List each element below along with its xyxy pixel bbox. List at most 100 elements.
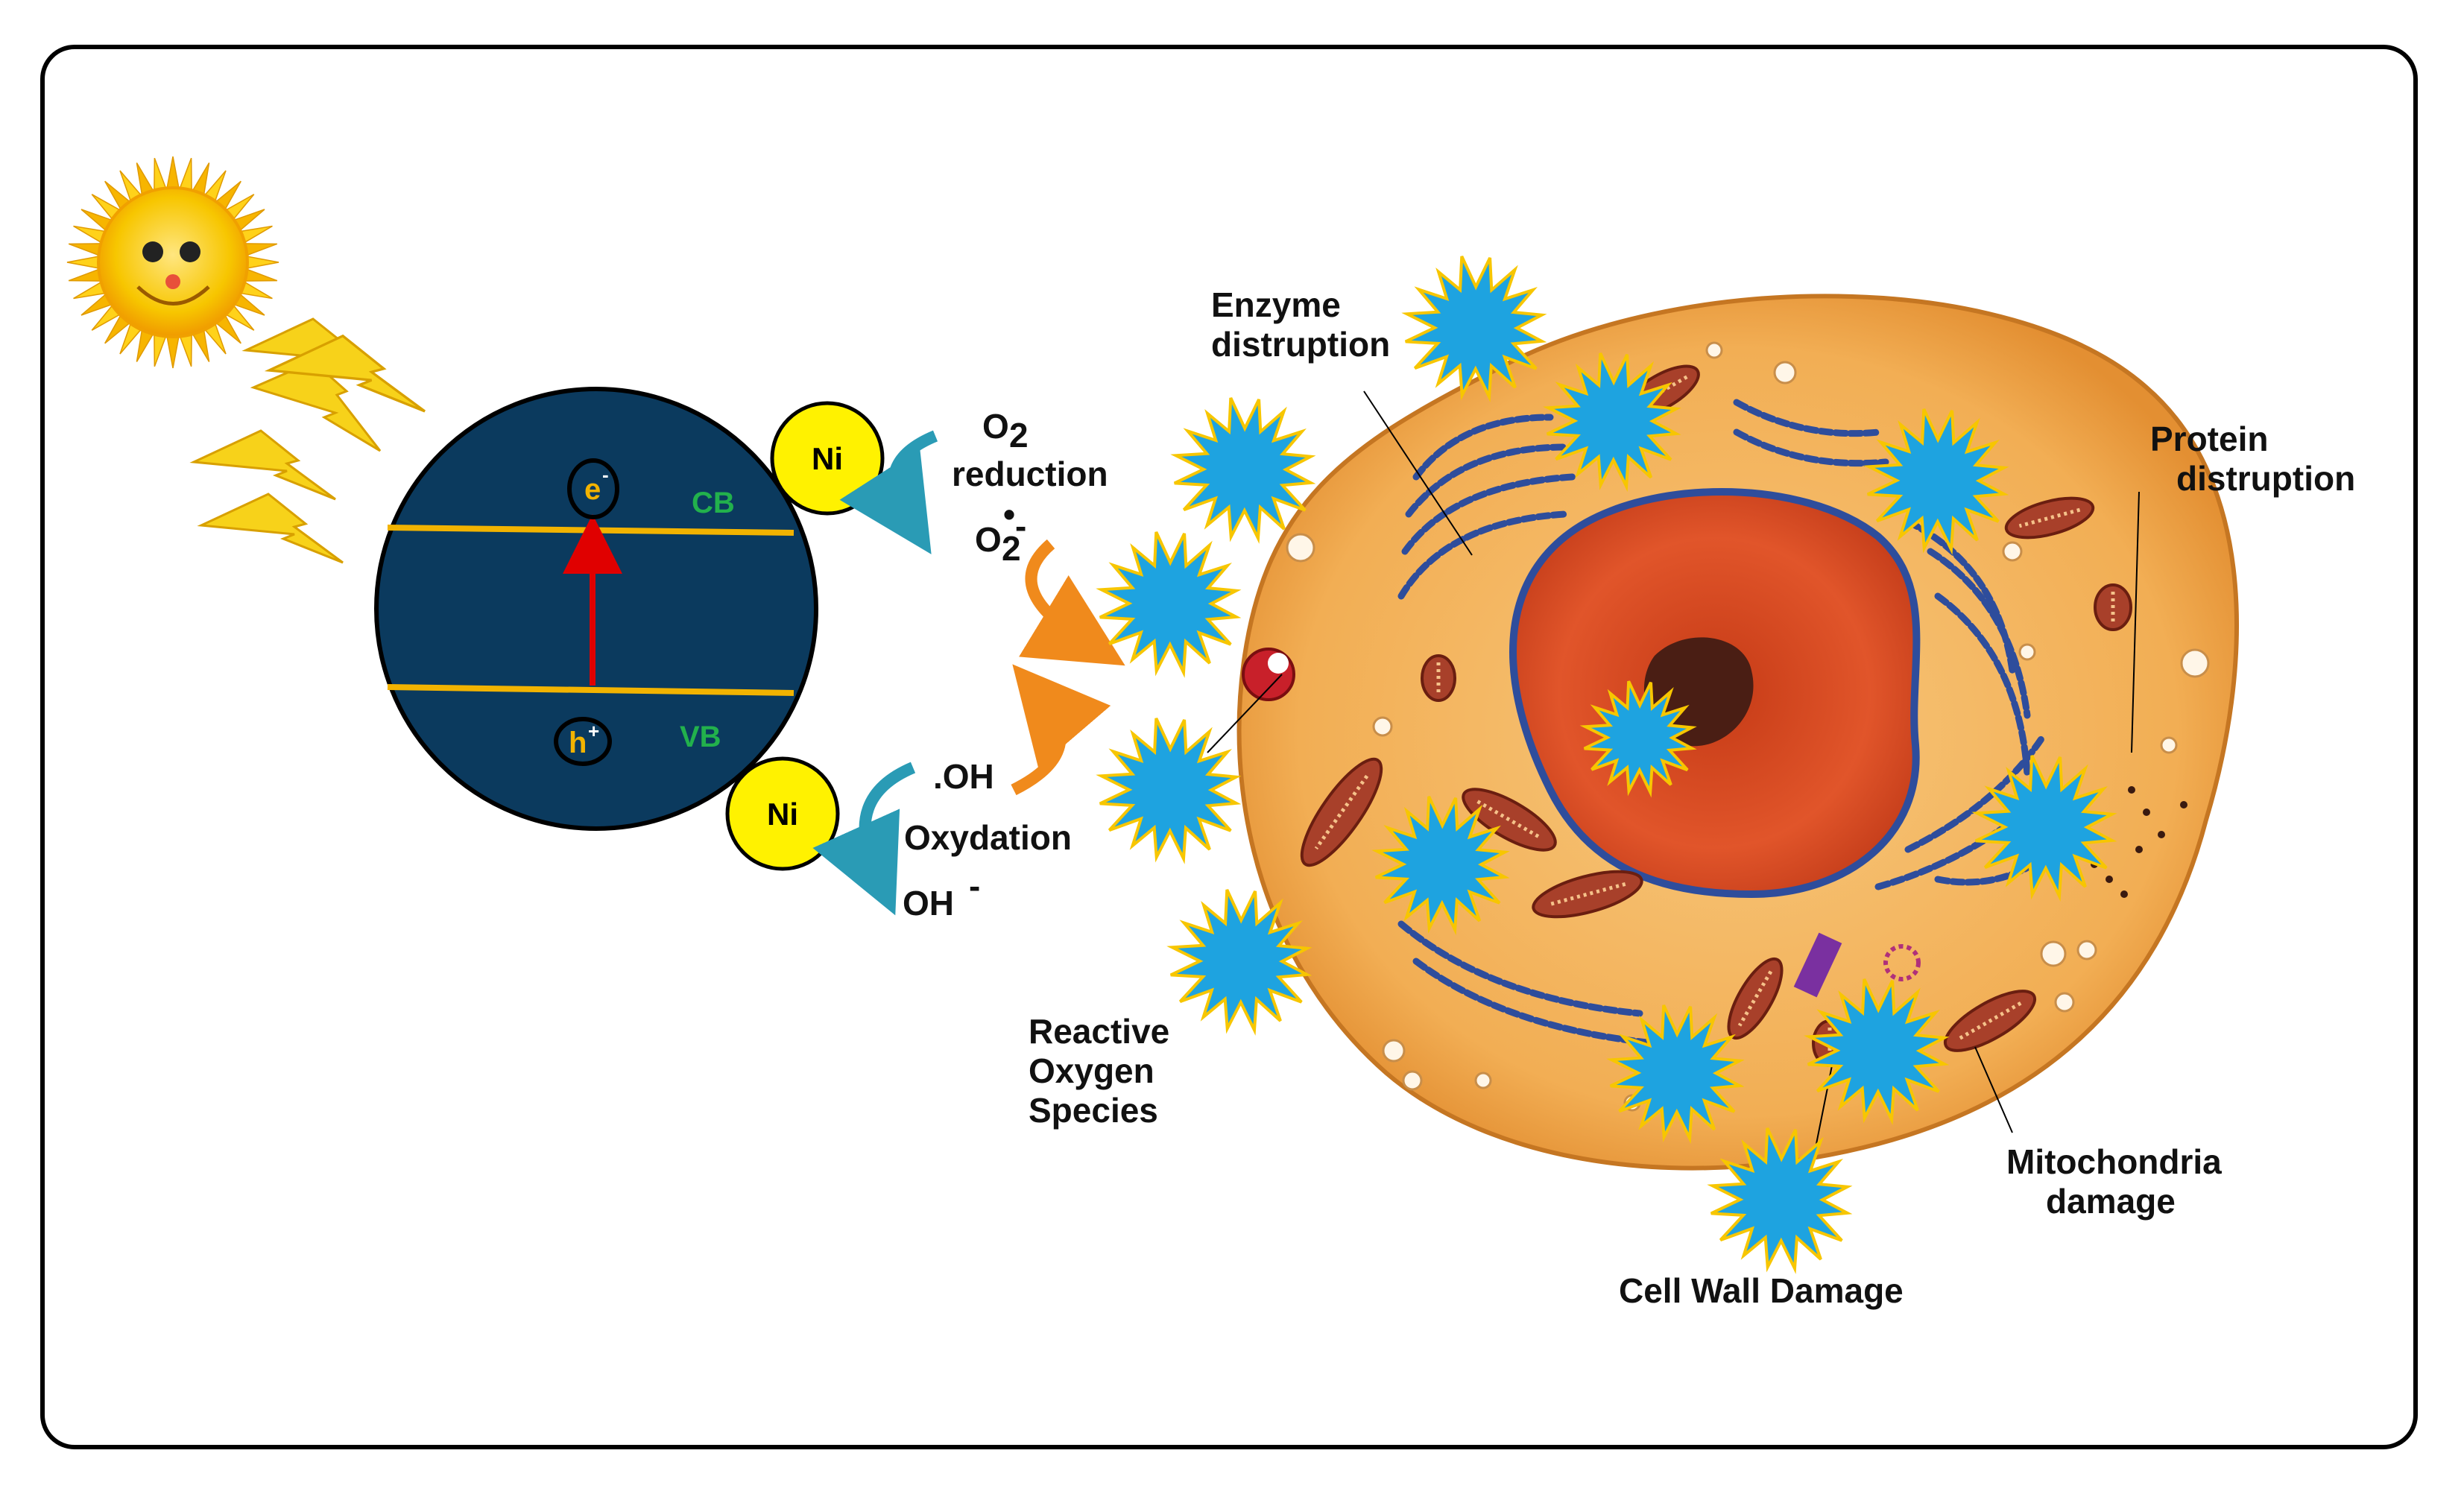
vesicle [2054,992,2075,1013]
vesicle [2076,940,2097,961]
ros-label-line2: Oxygen [1029,1051,1154,1090]
vesicle [1402,1070,1423,1091]
oxygen-label: O [982,407,1009,446]
ros-arrow-upper [1019,539,1125,666]
lysosome-granule [1268,653,1289,674]
ros-burst-icon [1170,397,1316,544]
protein-label-line1: Protein [2150,420,2268,458]
reduction-label: reduction [952,455,1108,493]
er-membrane [1733,428,1889,467]
enzyme-label-line2: distruption [1211,325,1390,364]
hydroxyl-radical-label: .OH [933,757,994,796]
nickel-label-bottom: Ni [767,797,798,832]
centriole [1793,932,1842,998]
er-membrane [1412,414,1554,481]
superoxide-dot: • [1003,495,1015,534]
nickel-label-top: Ni [812,441,843,476]
ros-burst-icon [1863,408,2009,555]
vesicle [1705,341,1723,359]
er-membrane [1927,548,2031,719]
reduction-arrow [839,430,938,554]
labels: Reactive Oxygen Species Enzyme distrupti… [1029,285,2355,1310]
hole-label: h [569,727,587,759]
vesicle [1773,361,1797,385]
mitochondrion-cristae [1476,800,1542,840]
vesicle [1474,1072,1492,1089]
vesicle [2040,940,2067,967]
valence-band-line [387,684,795,696]
ros-burst-icon [1707,1127,1853,1274]
secretory-granule [2158,831,2165,838]
cell [1236,294,2239,1171]
er-membrane [1412,958,1658,1047]
ros-burst-icon [1606,1004,1745,1145]
sun-ray [66,255,101,270]
ros-bursts [1096,256,2117,1274]
er-membrane [1733,399,1882,437]
sun-ray [68,243,104,257]
sun-ray [165,334,180,369]
ros-label-line1: Reactive [1029,1012,1169,1051]
er-membrane [1397,510,1569,600]
sun-ray [154,332,168,367]
vesicle [2018,643,2036,661]
sun-ray [165,156,180,191]
vesicle [2180,648,2210,678]
hydroxide-charge: - [969,867,980,905]
nickel-particle-bottom: Ni [725,756,840,871]
endoplasmic-reticulum [1397,399,2076,1047]
secretory-granule [2106,876,2113,883]
sun-icon [66,156,279,369]
conduction-band-label: CB [692,487,735,519]
ros-burst-icon [1401,256,1547,402]
light-rays-icon [189,317,426,564]
ros-burst-icon [1166,889,1312,1036]
sun-ray [178,332,192,367]
vesicle [2160,736,2178,754]
mitochondrion [1532,870,1643,919]
protein-label-line2: distruption [2176,459,2355,498]
mitochondria-label-line1: Mitochondria [2006,1142,2222,1181]
enzyme-label-line1: Enzyme [1211,285,1341,324]
leader-lines [1207,390,2140,1208]
ros-burst-icon [1579,680,1697,798]
er-membrane [1401,473,1576,555]
hole-marker [554,717,612,766]
mitochondrion-cristae [1314,774,1369,850]
sun-ray [244,255,279,270]
ros-burst-icon [1804,978,1950,1125]
valence-band-label: VB [680,721,721,753]
reduction-pathway: O 2 reduction O 2 • - [839,407,1108,568]
electron-charge: - [602,463,609,486]
cell-wall-label: Cell Wall Damage [1619,1271,1904,1310]
vesicle [1372,716,1393,737]
sun-ray [68,268,104,282]
ros-burst-icon [1096,531,1242,678]
centrosome [1883,944,1921,981]
ros-label-line3: Species [1029,1091,1158,1130]
er-membrane [1904,734,2046,853]
superoxide-charge: - [1015,507,1026,545]
hydroxide-label: OH [903,884,954,923]
vesicle [2002,541,2023,562]
hole-charge: + [588,720,599,742]
electron-marker [567,458,619,519]
oxidation-pathway: .OH Oxydation OH - [812,757,1072,923]
vesicle [1286,533,1315,563]
ros-burst-icon [1971,755,2117,902]
electron-label: e [584,473,601,506]
vesicle [1382,1039,1406,1063]
mitochondrion-cristae [1958,1001,2022,1040]
er-membrane [1405,443,1569,518]
superoxide-label: O [975,520,1002,559]
photocatalyst-particle: e - h + CB VB [374,387,818,831]
sun-ray [242,268,278,282]
ros-arrow-lower [1011,664,1111,796]
sun-ray [154,157,168,193]
secretory-granule [2135,846,2143,853]
mitochondria-label-line2: damage [2046,1182,2176,1221]
mitochondrion [2004,496,2095,539]
mitochondrion [1300,757,1383,867]
